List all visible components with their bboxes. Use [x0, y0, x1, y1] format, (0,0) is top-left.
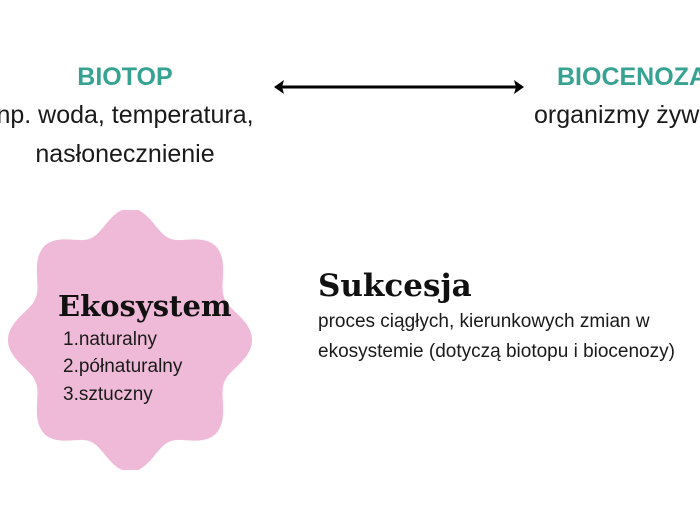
biotop-title: BIOTOP	[77, 63, 173, 91]
sukcesja-description-line1: proces ciągłych, kierunkowych zmian w	[318, 311, 650, 332]
ekosystem-item-3: 3.sztuczny	[63, 384, 153, 405]
biotop-description-line2: nasłonecznienie	[35, 140, 215, 168]
ekosystem-item-1: 1.naturalny	[63, 329, 158, 350]
sukcesja-title: Sukcesja	[318, 268, 472, 304]
biocenoza-title: BIOCENOZA	[557, 63, 700, 91]
sukcesja-description-line2: ekosystemie (dotyczą biotopu i biocenozy…	[318, 341, 675, 362]
biotop-description-line1: np. woda, temperatura,	[0, 101, 254, 129]
ekosystem-flower-shape	[8, 210, 252, 470]
ekosystem-title: Ekosystem	[58, 289, 232, 323]
biocenoza-description: organizmy żywe	[534, 101, 700, 129]
double-arrow-icon	[274, 80, 524, 94]
ekosystem-item-2: 2.półnaturalny	[63, 356, 183, 377]
